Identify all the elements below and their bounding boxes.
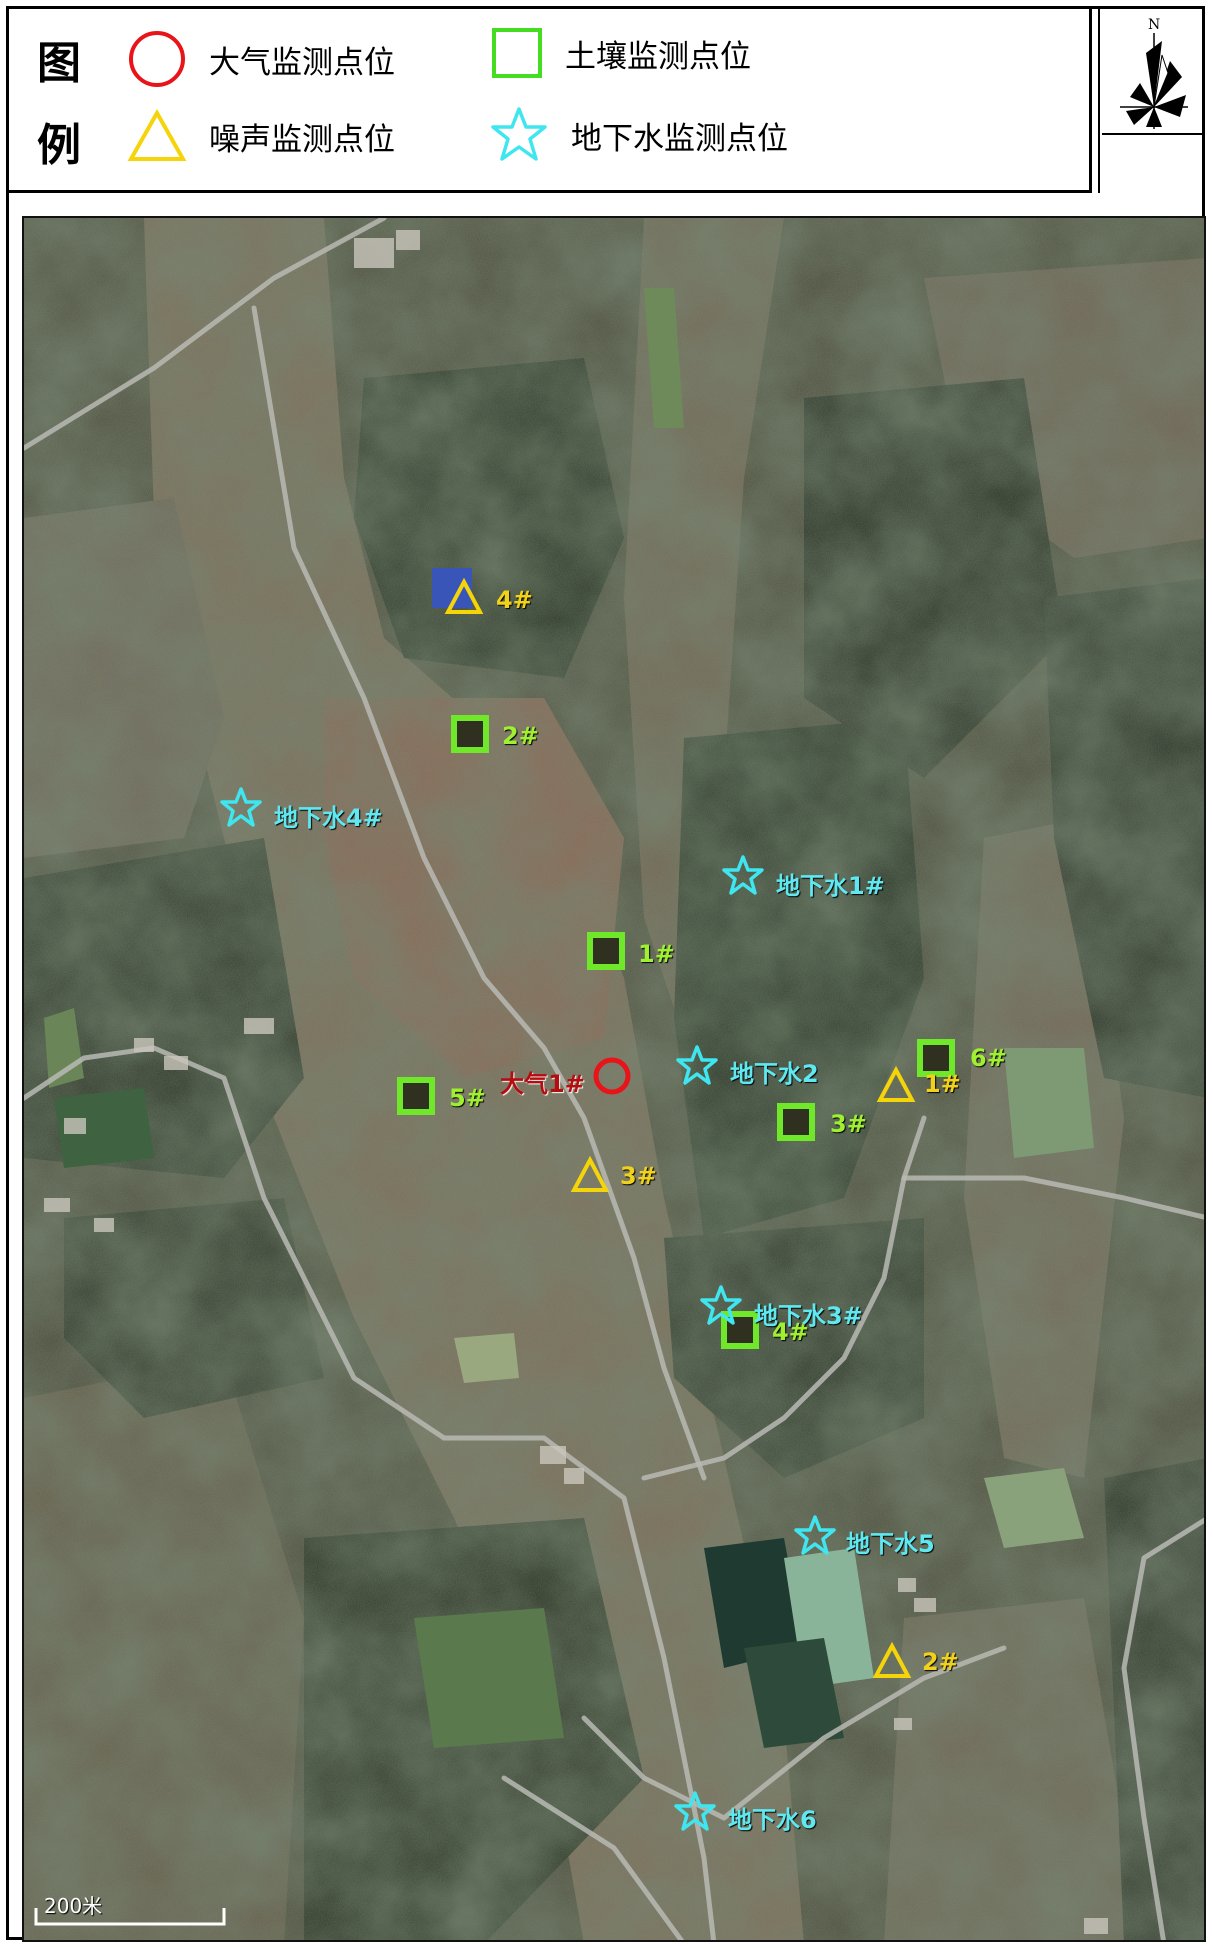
- soil-marker-2[interactable]: [450, 714, 490, 754]
- noise-marker-2[interactable]: [872, 1642, 912, 1680]
- groundwater-marker-4[interactable]: [220, 786, 262, 828]
- groundwater-label-4: 地下水4#: [274, 804, 383, 832]
- star-icon: [491, 107, 547, 161]
- satellite-imagery: [24, 218, 1204, 1940]
- groundwater-label-5: 地下水5: [846, 1530, 935, 1558]
- soil-marker-6[interactable]: [916, 1038, 956, 1078]
- groundwater-label-3: 地下水3#: [754, 1302, 863, 1330]
- noise-marker-4[interactable]: [444, 578, 484, 616]
- noise-label-2: 2#: [922, 1648, 959, 1676]
- map-frame: 图 例 大气监测点位 土壤监测点位 噪声监测点位 地下水监测点位 N: [6, 6, 1206, 1942]
- groundwater-label-6: 地下水6: [728, 1806, 817, 1834]
- groundwater-marker-6[interactable]: [674, 1790, 716, 1832]
- circle-icon: [129, 31, 185, 87]
- soil-marker-4[interactable]: [720, 1310, 760, 1350]
- soil-label-6: 6#: [970, 1044, 1007, 1072]
- legend: 图 例 大气监测点位 土壤监测点位 噪声监测点位 地下水监测点位: [9, 9, 1089, 193]
- compass-divider: [1102, 133, 1202, 135]
- noise-marker-3[interactable]: [570, 1156, 610, 1194]
- soil-marker-3[interactable]: [776, 1102, 816, 1142]
- square-icon: [492, 28, 542, 78]
- air-monitoring-marker[interactable]: [591, 1055, 633, 1097]
- scale-bar-label: 200米: [44, 1894, 103, 1918]
- soil-label-3: 3#: [830, 1110, 867, 1138]
- noise-marker-1[interactable]: [876, 1066, 916, 1104]
- soil-label-5: 5#: [449, 1084, 486, 1112]
- scale-bar-graphic: [34, 1908, 226, 1926]
- satellite-map[interactable]: 大气1# 2# 1# 5# 3# 6# 4# 4# 3# 1# 2# 地下水4#…: [22, 216, 1206, 1942]
- legend-label-air: 大气监测点位: [209, 44, 395, 81]
- legend-label-noise: 噪声监测点位: [209, 121, 395, 158]
- legend-label-groundwater: 地下水监测点位: [571, 120, 788, 157]
- soil-marker-5[interactable]: [396, 1076, 436, 1116]
- air-marker-label: 大气1#: [500, 1070, 585, 1098]
- groundwater-label-2: 地下水2: [730, 1060, 819, 1088]
- noise-label-3: 3#: [620, 1162, 657, 1190]
- soil-label-2: 2#: [502, 722, 539, 750]
- compass-rose-icon: [1120, 33, 1188, 129]
- legend-item-air: 大气监测点位: [127, 29, 395, 89]
- legend-label-soil: 土壤监测点位: [565, 38, 751, 75]
- groundwater-marker-2[interactable]: [676, 1044, 718, 1086]
- soil-marker-1[interactable]: [586, 931, 626, 971]
- north-label: N: [1148, 17, 1161, 33]
- legend-title-top: 图: [37, 38, 81, 89]
- compass-box: N: [1089, 9, 1202, 193]
- noise-label-1: 1#: [924, 1070, 961, 1098]
- triangle-icon: [127, 109, 187, 161]
- soil-label-4: 4#: [772, 1318, 809, 1346]
- legend-item-soil: 土壤监测点位: [491, 27, 751, 79]
- groundwater-marker-1[interactable]: [722, 854, 764, 896]
- scale-bar: 200米: [32, 1894, 232, 1934]
- legend-title-bottom: 例: [37, 120, 81, 171]
- soil-label-1: 1#: [638, 940, 675, 968]
- groundwater-marker-5[interactable]: [794, 1514, 836, 1556]
- legend-item-noise: 噪声监测点位: [127, 109, 395, 163]
- legend-item-groundwater: 地下水监测点位: [489, 105, 788, 165]
- groundwater-marker-3[interactable]: [700, 1284, 742, 1326]
- noise-label-4: 4#: [496, 586, 533, 614]
- groundwater-label-1: 地下水1#: [776, 872, 885, 900]
